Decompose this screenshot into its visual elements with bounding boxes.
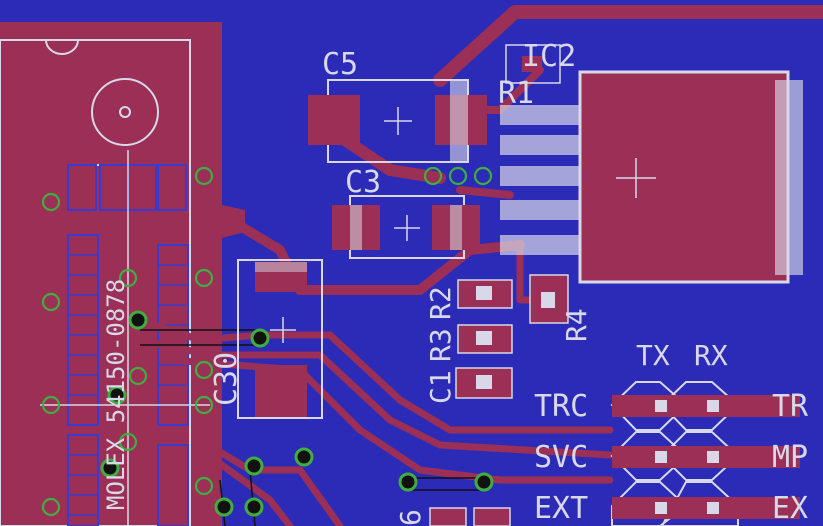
- label-c30: C30: [209, 352, 244, 406]
- capacitor-c1[interactable]: [455, 367, 513, 399]
- label-r4: R4: [560, 308, 593, 342]
- partial-pad-a: [429, 507, 467, 526]
- mount-hole: [91, 78, 159, 146]
- black-traces: [140, 329, 484, 526]
- capacitor-c30[interactable]: [237, 259, 323, 419]
- label-r3: R3: [424, 328, 457, 362]
- mount-hole-center: [119, 106, 131, 118]
- vias-filled[interactable]: [100, 310, 494, 517]
- label-rx: RX: [694, 339, 728, 372]
- label-r1: R1: [498, 76, 534, 111]
- label-molex: MOLEX 54150-0878: [102, 279, 130, 510]
- label-trc: TRC: [534, 389, 588, 424]
- label-ext: EXT: [534, 491, 588, 526]
- connector-outline: [0, 39, 191, 526]
- label-c5: C5: [322, 47, 358, 82]
- connector-pins: [67, 164, 189, 526]
- label-c3: C3: [345, 165, 381, 200]
- label-mp-right: MP: [772, 440, 808, 475]
- vias[interactable]: [41, 166, 493, 517]
- label-c1: C1: [424, 370, 457, 404]
- label-ic2: IC2: [522, 39, 576, 74]
- partial-pad-b: [473, 507, 511, 526]
- capacitor-c5[interactable]: [308, 79, 487, 163]
- capacitor-c3[interactable]: [332, 195, 480, 259]
- label-r2: R2: [424, 286, 457, 320]
- label-svc: SVC: [534, 440, 588, 475]
- label-tr-right: TR: [772, 389, 809, 424]
- resistor-r4[interactable]: [529, 274, 569, 324]
- connector-notch: [45, 39, 79, 55]
- label-ex-right: EX: [772, 491, 808, 526]
- label-six: 6: [394, 509, 427, 526]
- resistor-r3[interactable]: [457, 324, 513, 354]
- header-pins[interactable]: [610, 381, 800, 526]
- resistor-r2[interactable]: [457, 279, 513, 309]
- regulator-ic2[interactable]: [500, 44, 803, 284]
- label-tx: TX: [636, 339, 670, 372]
